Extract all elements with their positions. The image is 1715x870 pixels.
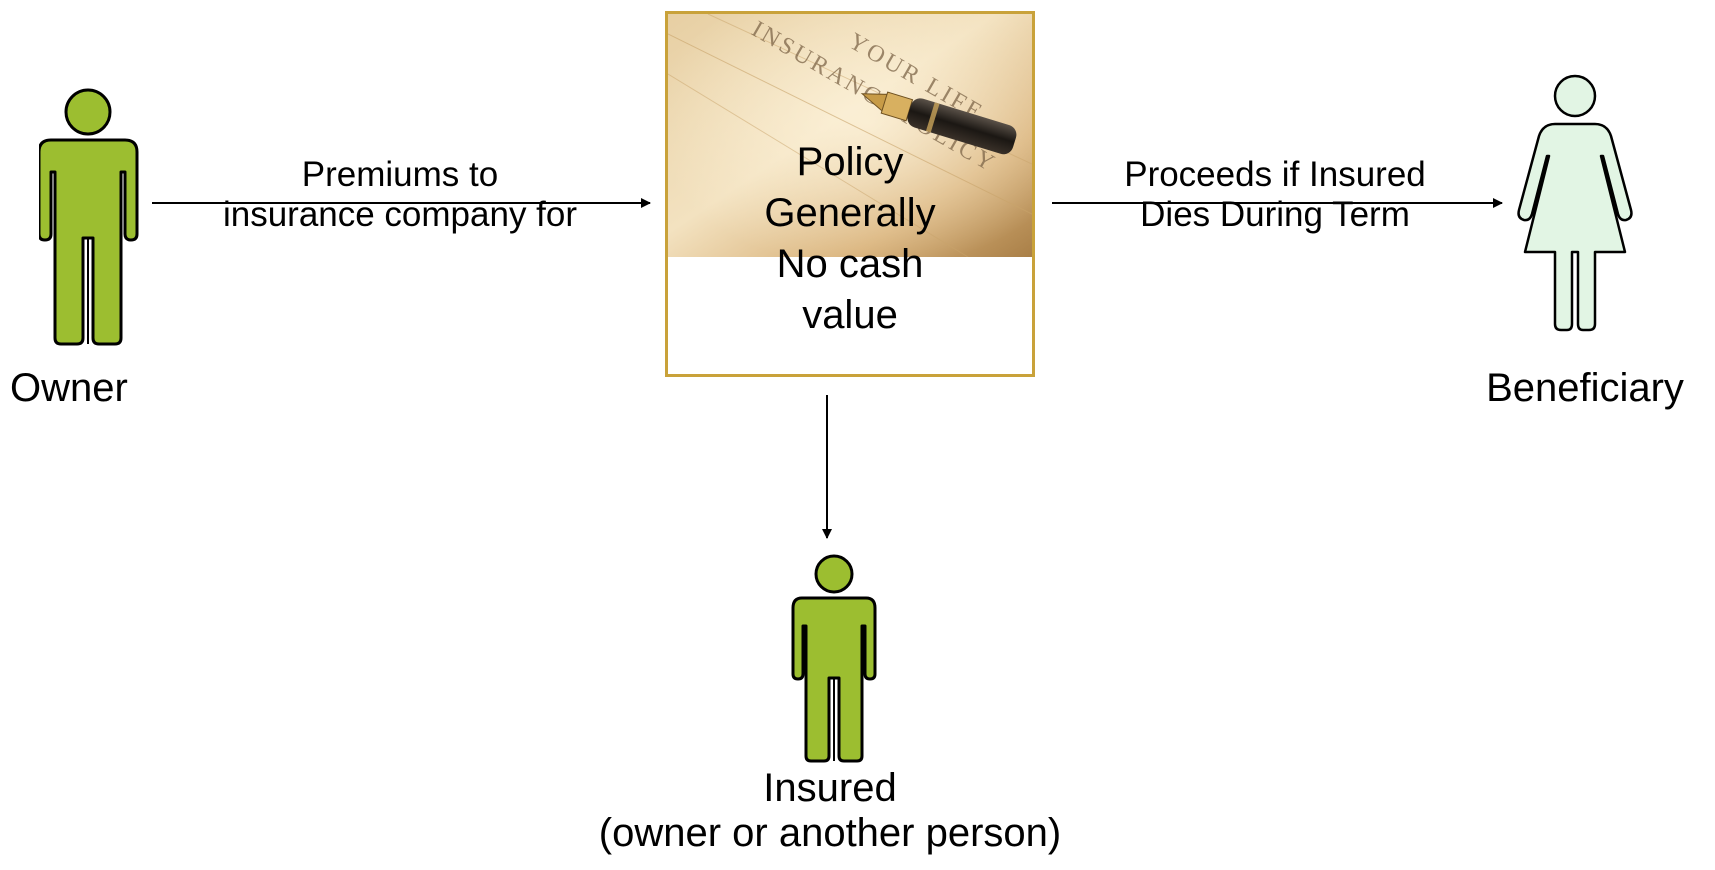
policy-to-beneficiary-label-line1: Proceeds if Insured bbox=[1124, 155, 1426, 194]
insured-label-line2: (owner or another person) bbox=[598, 811, 1062, 856]
owner-label: Owner bbox=[10, 366, 128, 410]
beneficiary-woman-icon bbox=[1517, 74, 1633, 332]
policy-to-beneficiary-label-line2: Dies During Term bbox=[1140, 194, 1410, 234]
policy-text-line4: value bbox=[802, 293, 898, 337]
policy-text: Policy Generally No cash value bbox=[668, 137, 1032, 341]
owner-to-policy-label: Premiums to insurance company for bbox=[170, 155, 630, 234]
policy-document-photo: YOUR LIFE INSURANCE POLICY bbox=[668, 14, 1032, 257]
policy-to-beneficiary-label: Proceeds if Insured Dies During Term bbox=[1060, 155, 1490, 234]
insured-label-line1: Insured bbox=[763, 766, 897, 810]
insured-label: Insured (owner or another person) bbox=[560, 766, 1100, 856]
insured-man-icon bbox=[791, 554, 877, 763]
owner-to-policy-label-line1: Premiums to bbox=[301, 155, 499, 194]
owner-man-icon bbox=[39, 88, 139, 346]
policy-text-line3: No cash bbox=[776, 242, 924, 286]
policy-box: YOUR LIFE INSURANCE POLICY Policy Genera… bbox=[665, 11, 1035, 377]
beneficiary-label: Beneficiary bbox=[1486, 366, 1684, 410]
policy-text-line1: Policy bbox=[796, 140, 904, 184]
policy-text-line2: Generally bbox=[764, 191, 936, 235]
owner-to-policy-label-line2: insurance company for bbox=[222, 194, 578, 234]
